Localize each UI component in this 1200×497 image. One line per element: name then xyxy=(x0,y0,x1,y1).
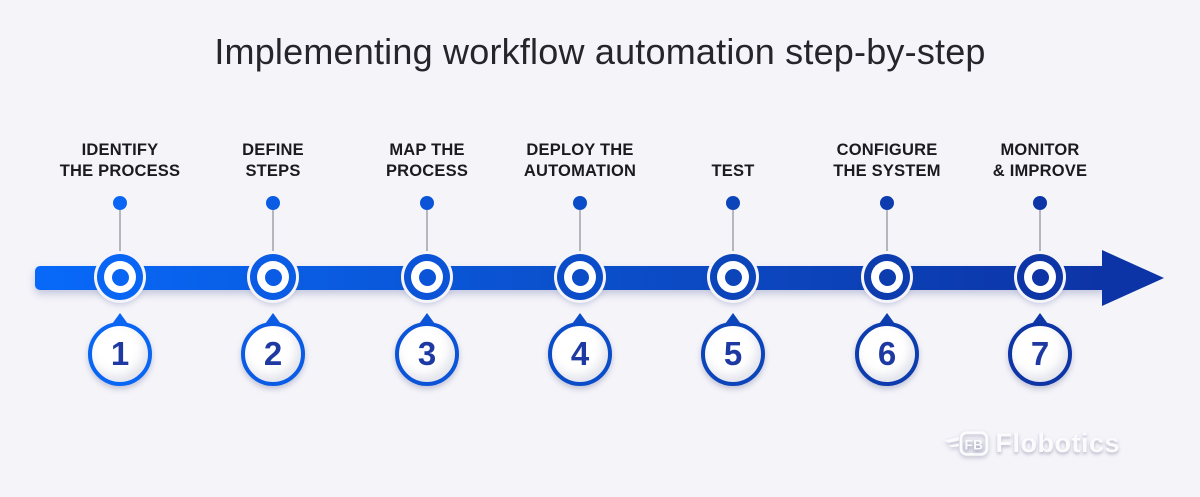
marker-center-dot xyxy=(724,268,742,286)
svg-text:FB: FB xyxy=(964,437,983,452)
step-label: CONFIGURE THE SYSTEM xyxy=(807,130,967,182)
step-label: MAP THE PROCESS xyxy=(347,130,507,182)
step-number-circle: 6 xyxy=(855,322,919,386)
step-label-line2: AUTOMATION xyxy=(523,162,637,180)
timeline-marker-icon xyxy=(557,254,603,300)
step-6: CONFIGURE THE SYSTEM 6 xyxy=(807,130,967,390)
step-4: DEPLOY THE AUTOMATION 4 xyxy=(500,130,660,390)
marker-ring xyxy=(257,261,289,293)
number-circle-notch xyxy=(112,313,128,324)
step-dot-icon xyxy=(573,196,587,210)
step-connector-line xyxy=(732,210,734,256)
marker-ring xyxy=(871,261,903,293)
number-circle-notch xyxy=(879,313,895,324)
step-label: IDENTIFY THE PROCESS xyxy=(40,130,200,182)
step-5: TEST 5 xyxy=(653,130,813,390)
flobotics-watermark: FB Flobotics xyxy=(943,428,1121,459)
step-dot-icon xyxy=(266,196,280,210)
timeline-marker-icon xyxy=(710,254,756,300)
step-number-circle: 7 xyxy=(1008,322,1072,386)
timeline-marker-icon xyxy=(404,254,450,300)
marker-center-dot xyxy=(1031,268,1049,286)
step-label-line2: THE SYSTEM xyxy=(833,162,941,180)
timeline-marker-icon xyxy=(1017,254,1063,300)
flobotics-wing-badge-icon: FB xyxy=(943,431,988,456)
marker-ring xyxy=(1024,261,1056,293)
flobotics-logo-text: Flobotics xyxy=(995,428,1120,458)
step-label-line2: STEPS xyxy=(245,162,301,180)
step-connector-line xyxy=(579,210,581,256)
step-label-line1: DEFINE xyxy=(242,141,304,159)
step-label: DEFINE STEPS xyxy=(193,130,353,182)
step-label-line1: MONITOR xyxy=(1000,141,1080,159)
step-3: MAP THE PROCESS 3 xyxy=(347,130,507,390)
step-connector-line xyxy=(119,210,121,256)
marker-ring xyxy=(104,261,136,293)
step-number: 3 xyxy=(417,335,437,372)
step-connector-line xyxy=(272,210,274,256)
step-connector-line xyxy=(1039,210,1041,256)
step-connector-line xyxy=(426,210,428,256)
step-number: 1 xyxy=(110,335,130,372)
number-circle-notch xyxy=(419,313,435,324)
timeline-marker-icon xyxy=(250,254,296,300)
marker-center-dot xyxy=(111,268,129,286)
marker-center-dot xyxy=(264,268,282,286)
step-label-line2: PROCESS xyxy=(385,162,469,180)
step-2: DEFINE STEPS 2 xyxy=(193,130,353,390)
step-label-line2: THE PROCESS xyxy=(59,162,181,180)
number-circle-notch xyxy=(265,313,281,324)
step-connector-line xyxy=(886,210,888,256)
step-dot-icon xyxy=(726,196,740,210)
number-circle-notch xyxy=(572,313,588,324)
marker-center-dot xyxy=(878,268,896,286)
step-label-line1: MAP THE xyxy=(389,141,465,159)
number-circle-notch xyxy=(1032,313,1048,324)
step-number: 2 xyxy=(263,335,283,372)
step-dot-icon xyxy=(113,196,127,210)
step-dot-icon xyxy=(1033,196,1047,210)
marker-ring xyxy=(564,261,596,293)
step-label-line1: CONFIGURE xyxy=(836,141,938,159)
step-label-line2: & IMPROVE xyxy=(992,162,1088,180)
step-label: MONITOR & IMPROVE xyxy=(960,130,1120,182)
step-label-line1: IDENTIFY xyxy=(81,141,159,159)
step-1: IDENTIFY THE PROCESS 1 xyxy=(40,130,200,390)
step-number: 5 xyxy=(723,335,743,372)
step-label-line2: TEST xyxy=(711,162,755,180)
step-label: TEST xyxy=(653,130,813,182)
number-circle-notch xyxy=(725,313,741,324)
step-number-circle: 5 xyxy=(701,322,765,386)
step-dot-icon xyxy=(420,196,434,210)
step-label: DEPLOY THE AUTOMATION xyxy=(500,130,660,182)
step-number: 7 xyxy=(1030,335,1050,372)
step-label-line1: DEPLOY THE xyxy=(526,141,634,159)
timeline-marker-icon xyxy=(864,254,910,300)
marker-ring xyxy=(411,261,443,293)
step-7: MONITOR & IMPROVE 7 xyxy=(960,130,1120,390)
step-number: 4 xyxy=(570,335,590,372)
step-number-circle: 1 xyxy=(88,322,152,386)
step-number-circle: 3 xyxy=(395,322,459,386)
marker-ring xyxy=(717,261,749,293)
step-number-circle: 2 xyxy=(241,322,305,386)
step-number-circle: 4 xyxy=(548,322,612,386)
step-number: 6 xyxy=(877,335,897,372)
timeline-marker-icon xyxy=(97,254,143,300)
page-title: Implementing workflow automation step-by… xyxy=(214,31,986,72)
step-dot-icon xyxy=(880,196,894,210)
marker-center-dot xyxy=(418,268,436,286)
marker-center-dot xyxy=(571,268,589,286)
